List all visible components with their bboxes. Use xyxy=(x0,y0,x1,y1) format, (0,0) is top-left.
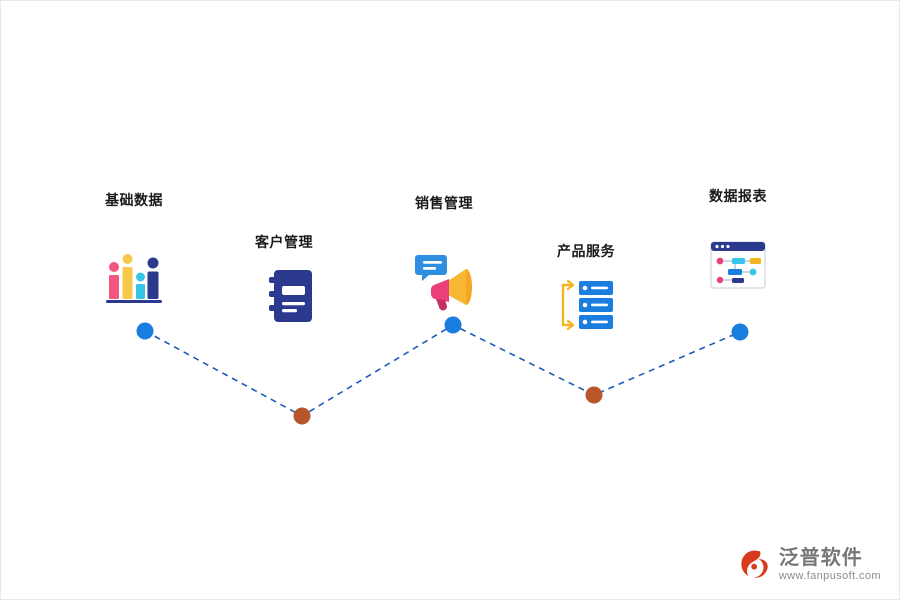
megaphone-icon xyxy=(412,249,476,313)
dashboard-window-icon xyxy=(706,233,770,297)
node-dot-1 xyxy=(136,322,154,340)
node-label-basic-data: 基础数据 xyxy=(105,192,163,208)
server-stack-icon xyxy=(555,273,619,337)
node-dot-4 xyxy=(585,386,603,404)
notebook-icon xyxy=(260,264,324,328)
watermark-name: 泛普软件 xyxy=(778,547,863,570)
node-label-customer-management: 客户管理 xyxy=(255,234,313,250)
node-dot-5 xyxy=(731,323,749,341)
node-label-data-report: 数据报表 xyxy=(709,188,767,204)
node-dot-2 xyxy=(293,407,311,425)
watermark-url: www.fanpusoft.com xyxy=(778,570,881,583)
node-dot-3 xyxy=(444,316,462,334)
fanpu-logo-icon xyxy=(741,550,768,579)
node-label-sales-management: 销售管理 xyxy=(415,195,473,211)
connector-line xyxy=(144,324,741,417)
bar-people-chart-icon xyxy=(102,249,166,313)
node-label-product-service: 产品服务 xyxy=(557,243,615,259)
watermark: 泛普软件 www.fanpusoft.com xyxy=(738,547,881,583)
